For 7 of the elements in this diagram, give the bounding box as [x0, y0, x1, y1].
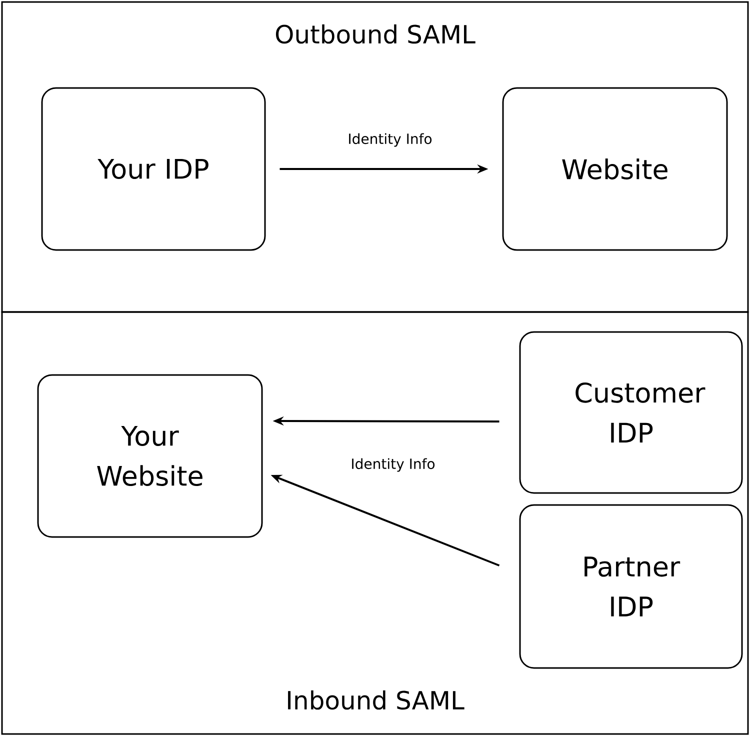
edge-label: Identity Info: [348, 456, 438, 474]
process-box: Customer IDP: [519, 331, 743, 494]
process-box: Your IDP: [41, 87, 266, 251]
process-box: Website: [502, 87, 728, 251]
process-box: Your Website: [37, 374, 263, 538]
edge-label: Identity Info: [346, 131, 434, 149]
process-box: Partner IDP: [519, 504, 743, 669]
